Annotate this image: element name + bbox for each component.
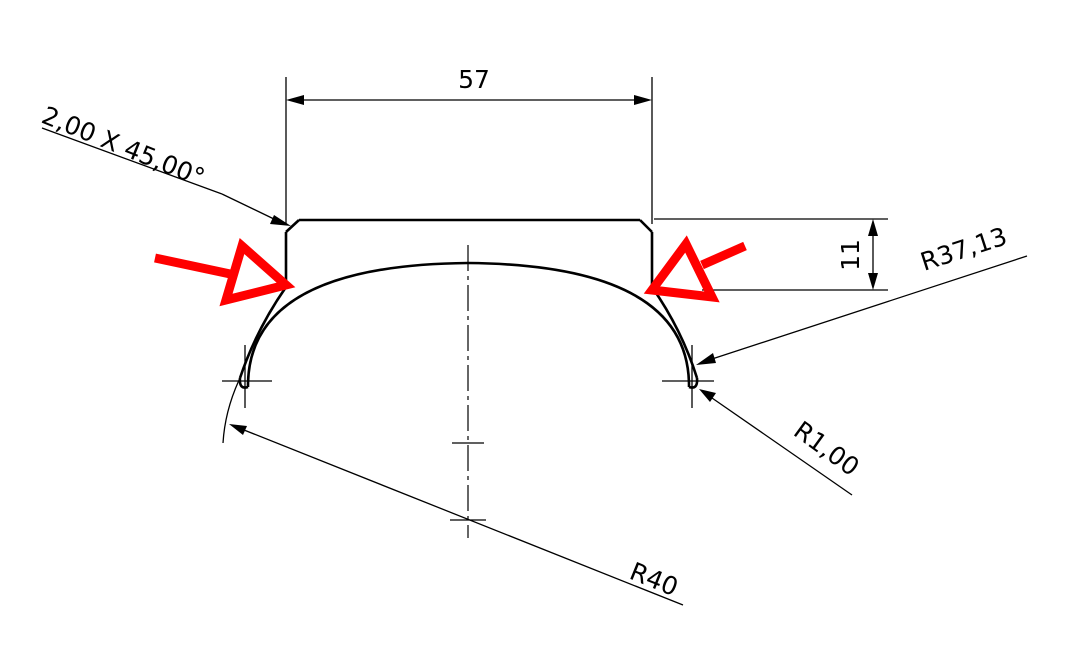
fillet-radius-callout: R1,00 <box>699 389 865 496</box>
height-arrow-top <box>868 219 878 236</box>
right-chamfer <box>639 219 653 233</box>
center-lines <box>222 245 714 538</box>
chamfer-arrow <box>270 215 291 226</box>
inner-radius-label: R37,13 <box>917 222 1011 277</box>
fillet-radius-arrow <box>699 389 716 402</box>
width-arrow-left <box>286 95 304 105</box>
outer-radius-arrow <box>229 424 247 435</box>
outer-arc-right <box>650 286 699 379</box>
fillet-left <box>238 377 249 389</box>
height-label: 11 <box>836 239 865 271</box>
highlight-arrows <box>154 235 747 307</box>
outer-radius-callout: R40 <box>222 377 684 606</box>
inner-radius-arrow <box>696 353 716 365</box>
chamfer-leader-shoulder <box>41 127 223 195</box>
left-chamfer <box>285 219 300 233</box>
width-label: 57 <box>458 65 490 94</box>
dimension-width: 57 <box>285 65 653 224</box>
width-arrow-right <box>634 95 652 105</box>
fillet-radius-label: R1,00 <box>788 415 864 481</box>
outer-arc-left <box>238 286 288 379</box>
fillet-right <box>688 377 699 389</box>
red-arrow-right-icon <box>643 235 747 303</box>
fillet-radius-leader <box>711 397 853 496</box>
outer-radius-label: R40 <box>626 557 682 602</box>
chamfer-label: 2,00 X 45,00° <box>38 101 209 193</box>
inner-radius-leader <box>711 255 1028 360</box>
chamfer-callout: 2,00 X 45,00° <box>38 101 291 226</box>
outer-radius-extension-arc <box>222 377 241 444</box>
red-arrow-left-icon <box>154 237 296 307</box>
outer-radius-leader <box>243 429 684 606</box>
dimension-height: 11 <box>654 218 888 291</box>
chamfer-leader <box>221 193 277 221</box>
height-arrow-bottom <box>868 273 878 290</box>
